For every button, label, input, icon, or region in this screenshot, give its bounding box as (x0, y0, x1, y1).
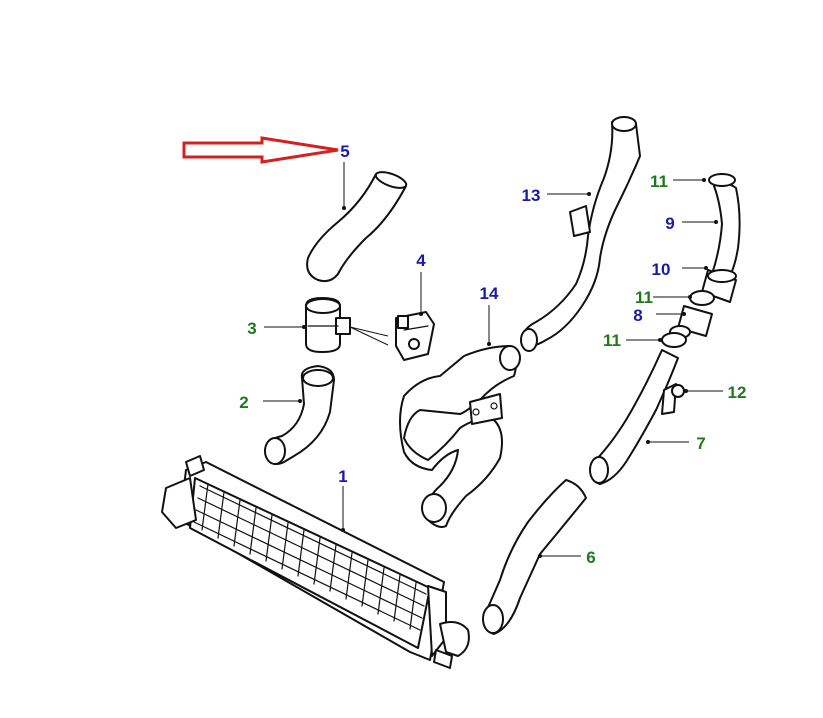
part-3-sensor-housing (305, 297, 351, 353)
label-part-9: 9 (665, 214, 674, 233)
callout-labels: 1 2 3 4 5 6 7 8 9 10 11 11 11 12 13 14 (239, 142, 746, 567)
label-part-11-bottom: 11 (603, 331, 621, 350)
label-part-2: 2 (239, 393, 248, 412)
label-part-6: 6 (586, 548, 595, 567)
label-part-4: 4 (416, 251, 426, 270)
part-13-pipe (520, 116, 641, 352)
part-2-hose (264, 365, 335, 465)
leader-lines (263, 162, 723, 557)
part-7-hose (589, 349, 679, 485)
label-part-10: 10 (652, 260, 671, 279)
part-9-pipe (711, 182, 741, 283)
part-6-hose (482, 479, 587, 635)
label-part-13: 13 (522, 186, 541, 205)
part-14-resonator (399, 345, 521, 528)
label-part-7: 7 (696, 434, 705, 453)
part-12-nut (671, 384, 685, 398)
part-11-clamps (661, 173, 736, 348)
label-part-1: 1 (338, 467, 347, 486)
label-part-5: 5 (340, 142, 349, 161)
part-4-sensor-bracket (395, 311, 435, 361)
label-part-11-middle: 11 (635, 288, 653, 307)
label-part-8: 8 (633, 306, 642, 325)
label-part-12: 12 (728, 383, 747, 402)
label-part-3: 3 (247, 319, 256, 338)
part-5-intake-hose (306, 171, 408, 283)
highlight-arrow (182, 136, 339, 164)
label-part-11-top: 11 (650, 172, 668, 191)
leader-dots (298, 178, 718, 558)
part-1-intercooler (161, 455, 470, 669)
label-part-14: 14 (480, 284, 499, 303)
